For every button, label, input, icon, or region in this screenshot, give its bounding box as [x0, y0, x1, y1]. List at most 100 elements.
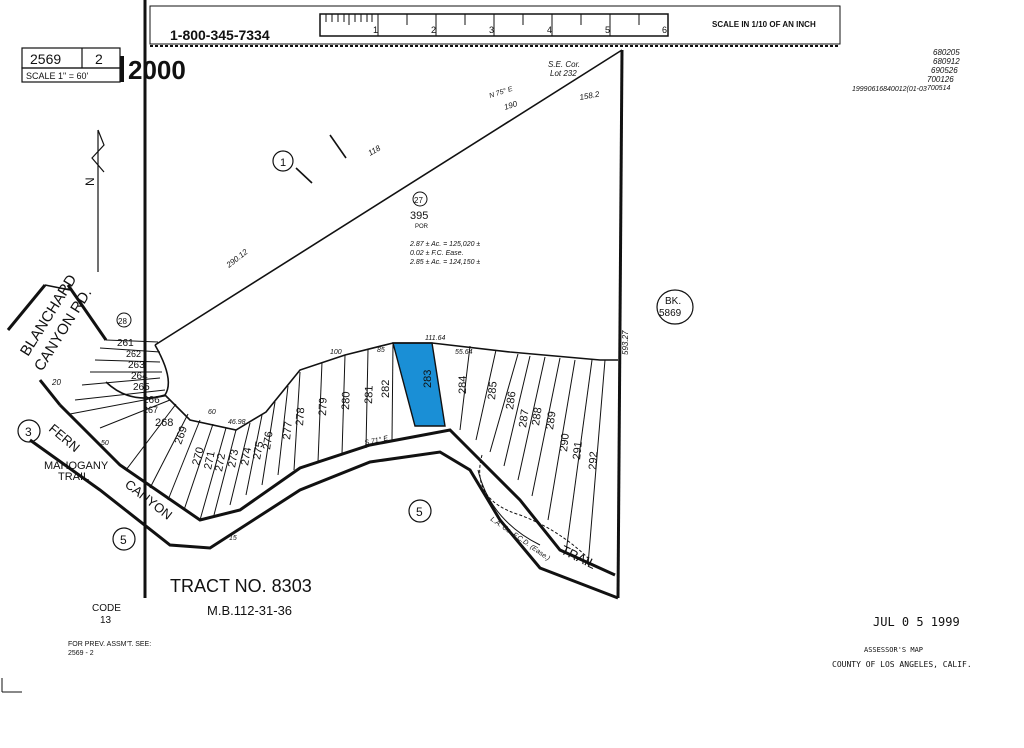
lot-number[interactable]: 289 [544, 411, 558, 431]
street-fern: FERN [46, 421, 83, 455]
phone-number: 1-800-345-7334 [170, 27, 270, 43]
lot-number[interactable]: 283 [422, 370, 434, 388]
lot-number[interactable]: 287 [517, 409, 531, 429]
change-number: 700126 [927, 75, 954, 84]
dimension-15: 15 [229, 535, 237, 542]
se-corner-lot: Lot 232 [550, 69, 577, 78]
large-parcel-suffix: POR [415, 224, 429, 230]
footer: JUL 0 5 1999 ASSESSOR'S MAP COUNTY OF LO… [1, 615, 972, 693]
change-numbers: 680205 680912 690526 700126 700514 19990… [852, 48, 960, 93]
dimension-55: 55.64 [455, 349, 473, 356]
dimension-60: 60 [208, 409, 216, 416]
lot-number[interactable]: 282 [380, 380, 392, 398]
lot-number[interactable]: 278 [294, 407, 307, 426]
prev-assmt-label: FOR PREV. ASSM'T. SEE: [68, 641, 151, 648]
change-number: 690526 [931, 66, 958, 75]
lot-number[interactable]: 265 [133, 382, 150, 393]
lot-number[interactable]: 261 [117, 338, 134, 349]
ruler-ticks [325, 14, 640, 36]
ruler-mark-4: 4 [547, 25, 552, 35]
dimension-158: 158.2 [579, 90, 601, 102]
lot-number[interactable]: 288 [530, 407, 544, 427]
lot-number[interactable]: 271 [202, 450, 218, 470]
acreage-line-1: 2.87 ± Ac. = 125,020 ± [409, 241, 480, 248]
header-bar: 1-800-345-7334 1 2 3 4 5 6 [149, 5, 841, 47]
dimension-190: 190 [503, 99, 519, 112]
lot-number[interactable]: 268 [155, 417, 173, 429]
parcel-circle-28: 28 [118, 317, 127, 326]
acreage-line-3: 2.85 ± Ac. = 124,150 ± [409, 259, 480, 266]
dimension-118: 118 [367, 143, 383, 157]
lot-number[interactable]: 273 [226, 448, 241, 468]
large-parcel-info: 395 POR 2.87 ± Ac. = 125,020 ± 0.02 ± F.… [409, 60, 580, 266]
lot-number[interactable]: 264 [131, 371, 148, 382]
dimension-50: 50 [101, 440, 109, 447]
lot-number[interactable]: 280 [340, 391, 353, 410]
ruler-mark-2: 2 [431, 25, 436, 35]
lot-numbers: 261 262 263 264 265 266 267 268 269 270 … [117, 338, 600, 473]
ruler-mark-3: 3 [489, 25, 494, 35]
lot-number[interactable]: 285 [486, 381, 500, 400]
ruler-mark-6: 6 [662, 25, 667, 35]
highlighted-parcel-283[interactable] [392, 342, 446, 427]
dimension-85: 85 [377, 347, 385, 354]
page-number: 2 [95, 51, 103, 67]
change-number: 680205 [933, 48, 960, 57]
se-corner-label: S.E. Cor. [548, 60, 580, 69]
boundary-line-nw [154, 49, 623, 346]
lot-cluster-edge [105, 344, 170, 399]
dimension-46: 46.98 [228, 419, 246, 426]
lot-number[interactable]: 284 [457, 376, 469, 394]
ruler-mark-1: 1 [373, 25, 378, 35]
acreage-line-2: 0.02 ± F.C. Ease. [410, 250, 464, 257]
lot-number[interactable]: 290 [558, 433, 572, 453]
lot-number[interactable]: 274 [239, 446, 254, 466]
adjacent-book-label: BK. [665, 296, 681, 307]
lot-number[interactable]: 262 [126, 349, 141, 359]
street-labels: BLANCHARD CANYON RD. FERN MAHOGANY TRAIL… [17, 272, 598, 572]
large-parcel-number: 395 [410, 210, 428, 222]
street-mahogany: MAHOGANY [44, 460, 109, 472]
parcel-circle-5b: 5 [416, 505, 423, 519]
street-mahogany-trail: TRAIL [58, 471, 89, 483]
dimension-100: 100 [330, 349, 342, 356]
circle-labels: 1 3 5 5 28 27 [17, 150, 432, 551]
lot-number[interactable]: 276 [261, 431, 275, 451]
lot-number[interactable]: 277 [281, 421, 295, 441]
road-edge-upper [58, 403, 616, 577]
tract-boundary [6, 0, 624, 600]
footer-assessor-map: ASSESSOR'S MAP [864, 646, 923, 654]
adjacent-book-number: 5869 [659, 308, 682, 319]
lot-lines [69, 339, 606, 566]
prev-assmt-value: 2569 - 2 [68, 650, 94, 657]
map-book-reference: M.B.112-31-36 [207, 603, 292, 618]
lot-number[interactable]: 281 [363, 385, 376, 404]
tract-number: TRACT NO. 8303 [170, 576, 312, 596]
tract-info: TRACT NO. 8303 M.B.112-31-36 CODE 13 FOR… [68, 576, 312, 657]
code-value: 13 [100, 615, 112, 626]
code-label: CODE [92, 603, 121, 614]
lot-number[interactable]: 263 [128, 360, 145, 371]
book-number: 2569 [30, 51, 61, 67]
lot-number[interactable]: 270 [190, 446, 206, 467]
street-trail: TRAIL [559, 542, 599, 572]
map-book-info: 2569 2 SCALE 1" = 60' 2000 [21, 47, 186, 85]
map-year: 2000 [128, 55, 186, 85]
dimension-long: 290.12 [224, 247, 250, 270]
dimension-20: 20 [51, 378, 61, 387]
ruler-mark-5: 5 [605, 25, 610, 35]
lot-number[interactable]: 275 [251, 440, 266, 460]
lot-number[interactable]: 292 [587, 451, 600, 470]
lot-number[interactable]: 279 [317, 397, 330, 416]
lot-number[interactable]: 269 [173, 425, 191, 446]
lot-number[interactable]: 267 [143, 405, 158, 415]
boundary-line-east [616, 49, 624, 599]
change-number: 19990616840012(01-03 [852, 86, 927, 93]
easement-label: L.A. Co. F.C.D. (Ease.) [489, 516, 551, 562]
lot-number[interactable]: 266 [143, 395, 160, 406]
lot-number[interactable]: 286 [504, 391, 518, 411]
large-parcel-circle: 27 [414, 196, 423, 205]
lot-number[interactable]: 291 [571, 441, 585, 461]
lot-number[interactable]: 272 [213, 452, 228, 472]
map-scale: SCALE 1" = 60' [26, 71, 88, 81]
